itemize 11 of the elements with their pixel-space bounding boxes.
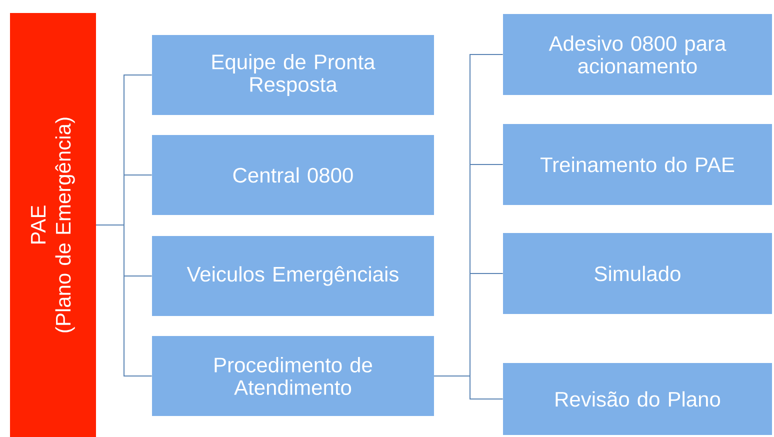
category-box: Revisão do Plano <box>503 363 772 435</box>
category-box: Central 0800 <box>152 135 434 215</box>
connector-line <box>434 376 504 400</box>
category-box: Simulado <box>503 233 772 314</box>
title-bar: PAE (Plano de Emergência) <box>10 13 96 437</box>
category-box: Equipe de Pronta Resposta <box>152 35 434 115</box>
connector-line <box>96 224 152 376</box>
category-box: Veiculos Emergênciais <box>152 236 434 316</box>
category-box: Adesivo 0800 para acionamento <box>503 14 772 95</box>
category-box: Treinamento do PAE <box>503 124 772 205</box>
category-box: Procedimento de Atendimento <box>152 336 434 416</box>
